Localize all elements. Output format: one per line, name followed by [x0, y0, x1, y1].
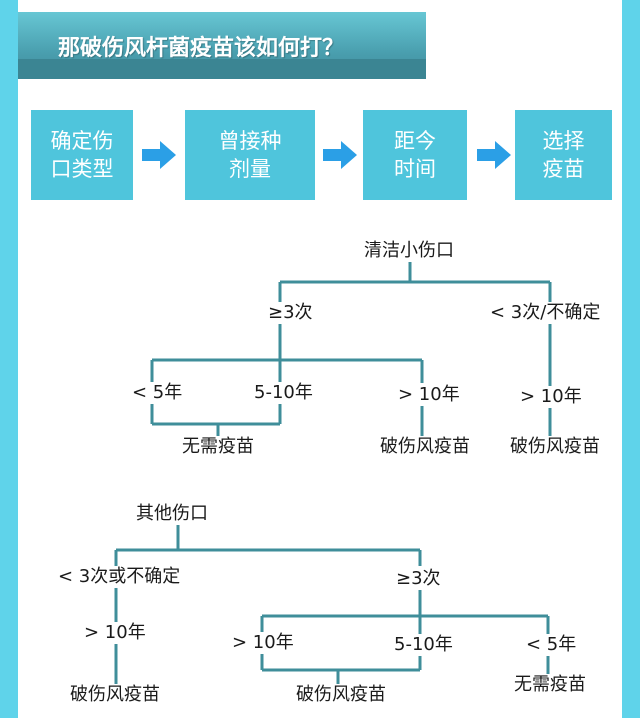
step-box-wound-type: 确定伤口类型: [31, 110, 133, 200]
step-label: 选择: [542, 129, 585, 153]
tree2-branch-3-plus-doses: ≥3次: [394, 568, 443, 590]
step-label: 剂量: [229, 157, 271, 181]
step-label: 口类型: [50, 157, 114, 181]
tree1-node-under-5-years: < 5年: [130, 382, 185, 404]
tree1-branch-3-plus-doses: ≥3次: [266, 302, 315, 324]
tree1-branch-under-3-doses: < 3次/不确定: [488, 302, 603, 324]
step-box-doses: 曾接种剂量: [185, 110, 315, 200]
tree2-root-other-wounds: 其他伤口: [134, 503, 210, 525]
page-title: 那破伤风杆菌疫苗该如何打？: [58, 36, 345, 61]
tree1-node-5-10-years: 5-10年: [252, 382, 315, 404]
step-box-time-since: 距今时间: [363, 110, 467, 200]
title-banner: [18, 12, 426, 79]
step-label: 曾接种: [218, 129, 282, 153]
arrow-right-icon: [477, 141, 511, 169]
step-box-choose-vaccine: 选择疫苗: [515, 110, 612, 200]
step-label: 疫苗: [542, 157, 585, 181]
step-label: 确定伤: [50, 129, 114, 153]
step-label: 距今: [394, 129, 436, 153]
tree1-result-tetanus-vaccine: 破伤风疫苗: [378, 436, 472, 458]
tree1-result-tetanus-vaccine-right: 破伤风疫苗: [508, 436, 602, 458]
arrow-right-icon: [142, 141, 176, 169]
tree2-result-no-vaccine: 无需疫苗: [512, 674, 588, 696]
tree2-result-tetanus-vaccine: 破伤风疫苗: [294, 684, 388, 706]
tree2-result-tetanus-vaccine-left: 破伤风疫苗: [68, 684, 162, 706]
tree2-node-under-5-years: < 5年: [524, 634, 579, 656]
tree2-branch-under-3-doses: < 3次或不确定: [56, 566, 183, 588]
tree1-node-over-10-years: > 10年: [396, 384, 462, 406]
tree2-node-over-10-years-left: > 10年: [82, 622, 148, 644]
tree2-node-5-10-years: 5-10年: [392, 634, 455, 656]
step-label: 时间: [394, 157, 436, 181]
tree1-node-over-10-years-right: > 10年: [518, 386, 584, 408]
arrow-right-icon: [323, 141, 357, 169]
tree1-result-no-vaccine: 无需疫苗: [180, 436, 256, 458]
tree2-node-over-10-years: > 10年: [230, 632, 296, 654]
tree1-root-clean-small-wound: 清洁小伤口: [362, 240, 456, 262]
